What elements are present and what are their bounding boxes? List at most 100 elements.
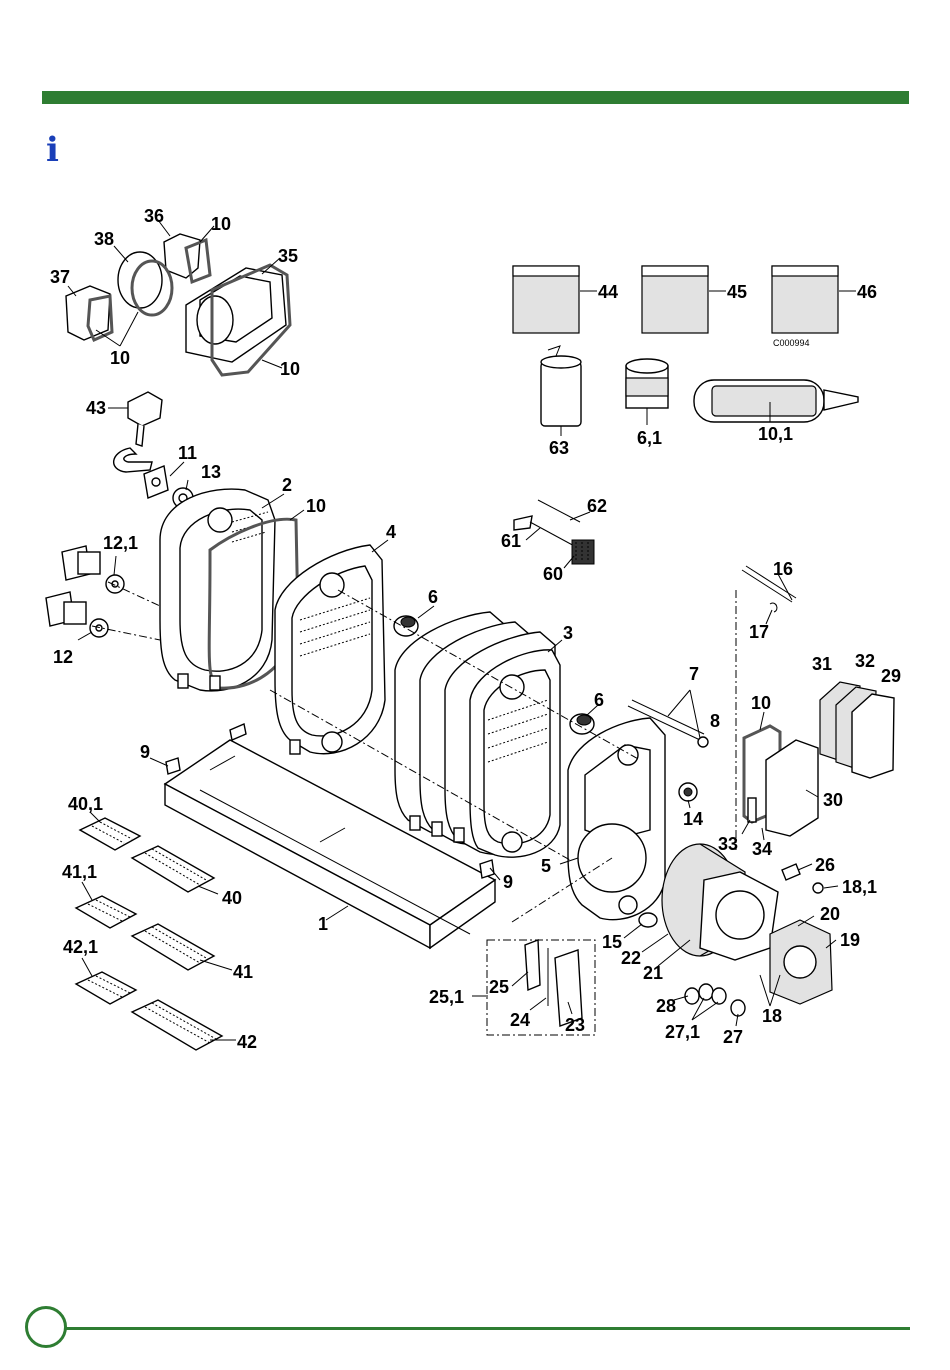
image-code: C000994 xyxy=(773,338,810,348)
label-21: 21 xyxy=(643,963,663,983)
nipple-6b xyxy=(570,714,594,734)
label-2: 2 xyxy=(282,475,292,495)
label-27: 27 xyxy=(723,1027,743,1047)
label-10: 10 xyxy=(751,693,771,713)
label-30: 30 xyxy=(823,790,843,810)
label-25-1: 25,1 xyxy=(429,987,464,1007)
label-31: 31 xyxy=(812,654,832,674)
paste-tin-61 xyxy=(626,359,668,408)
label-27-1: 27,1 xyxy=(665,1022,700,1042)
cleaning-tools xyxy=(514,500,594,564)
label-42-1: 42,1 xyxy=(63,937,98,957)
label-37: 37 xyxy=(50,267,70,287)
label-63: 63 xyxy=(549,438,569,458)
sensor-43 xyxy=(114,392,162,472)
burner-door-21 xyxy=(662,844,778,960)
gasket-bag-45 xyxy=(642,266,708,333)
label-9: 9 xyxy=(140,742,150,762)
sealant-cartridge-101 xyxy=(694,380,858,422)
sight-glass-14 xyxy=(679,783,697,801)
rings-27-28 xyxy=(685,984,745,1016)
label-6: 6 xyxy=(594,690,604,710)
label-46: 46 xyxy=(857,282,877,302)
label-34: 34 xyxy=(752,839,772,859)
plug-15 xyxy=(639,913,657,927)
label-36: 36 xyxy=(144,206,164,226)
plug-12 xyxy=(46,592,108,637)
label-40: 40 xyxy=(222,888,242,908)
gasket-bag-44 xyxy=(513,266,579,333)
label-15: 15 xyxy=(602,932,622,952)
label-6: 6 xyxy=(428,587,438,607)
label-44: 44 xyxy=(598,282,618,302)
turbulator-40 xyxy=(132,846,214,892)
label-17: 17 xyxy=(749,622,769,642)
turbulator-42 xyxy=(132,1000,222,1050)
label-41: 41 xyxy=(233,962,253,982)
label-10: 10 xyxy=(306,496,326,516)
label-43: 43 xyxy=(86,398,106,418)
label-5: 5 xyxy=(541,856,551,876)
turbulator-401 xyxy=(80,818,140,850)
label-45: 45 xyxy=(727,282,747,302)
label-10: 10 xyxy=(211,214,231,234)
label-20: 20 xyxy=(820,904,840,924)
label-14: 14 xyxy=(683,809,703,829)
label-40-1: 40,1 xyxy=(68,794,103,814)
label-4: 4 xyxy=(386,522,396,542)
footer-line xyxy=(60,1327,910,1330)
label-33: 33 xyxy=(718,834,738,854)
gasket-bag-46 xyxy=(772,266,838,333)
label-12-1: 12,1 xyxy=(103,533,138,553)
label-38: 38 xyxy=(94,229,114,249)
label-18-1: 18,1 xyxy=(842,877,877,897)
turbulator-421 xyxy=(76,972,136,1004)
label-10-1: 10,1 xyxy=(758,424,793,444)
label-35: 35 xyxy=(278,246,298,266)
label-23: 23 xyxy=(565,1015,585,1035)
label-41-1: 41,1 xyxy=(62,862,97,882)
bracket-top xyxy=(230,724,246,740)
label-9: 9 xyxy=(503,872,513,892)
middle-sections-3 xyxy=(395,612,560,857)
cleaning-door-30 xyxy=(744,726,818,836)
label-28: 28 xyxy=(656,996,676,1016)
label-13: 13 xyxy=(201,462,221,482)
label-42: 42 xyxy=(237,1032,257,1052)
nut-181 xyxy=(813,883,823,893)
label-19: 19 xyxy=(840,930,860,950)
burner-plate-19 xyxy=(770,920,832,1004)
label-3: 3 xyxy=(563,623,573,643)
label-25: 25 xyxy=(489,977,509,997)
intermediate-section-4 xyxy=(275,545,385,754)
label-1: 1 xyxy=(318,914,328,934)
label-61: 61 xyxy=(501,531,521,551)
page-number-circle xyxy=(25,1306,67,1348)
bracket-26 xyxy=(782,864,800,880)
bracket-9b xyxy=(480,860,494,878)
label-16: 16 xyxy=(773,559,793,579)
bracket-9a xyxy=(166,758,180,774)
label-10: 10 xyxy=(110,348,130,368)
label-10: 10 xyxy=(280,359,300,379)
label-6-1: 6,1 xyxy=(637,428,662,448)
front-section-5 xyxy=(568,718,665,920)
label-60: 60 xyxy=(543,564,563,584)
label-24: 24 xyxy=(510,1010,530,1030)
turbulator-41 xyxy=(132,924,214,970)
label-8: 8 xyxy=(710,711,720,731)
label-12: 12 xyxy=(53,647,73,667)
insulation-31-32-29 xyxy=(820,682,894,778)
label-32: 32 xyxy=(855,651,875,671)
label-11: 11 xyxy=(178,443,197,463)
turbulator-411 xyxy=(76,896,136,928)
label-22: 22 xyxy=(621,948,641,968)
label-29: 29 xyxy=(881,666,901,686)
flue-hood-group xyxy=(66,234,290,375)
label-26: 26 xyxy=(815,855,835,875)
spray-can-63 xyxy=(541,346,581,426)
label-7: 7 xyxy=(689,664,699,684)
label-62: 62 xyxy=(587,496,607,516)
label-18: 18 xyxy=(762,1006,782,1026)
